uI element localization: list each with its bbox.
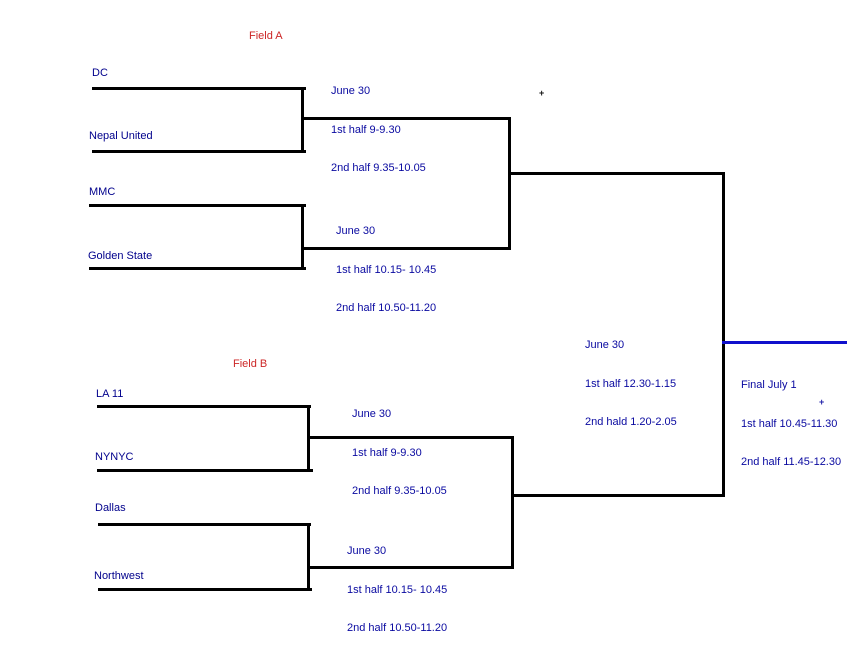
final-line <box>722 341 847 344</box>
team-golden-state: Golden State <box>88 250 153 262</box>
winner-line-b2 <box>307 566 514 569</box>
match-a1-half1: 1st half 9-9.30 <box>331 123 401 136</box>
match-a2-schedule: June 30 1st half 10.15- 10.45 2nd half 1… <box>336 200 436 340</box>
connector-b2-vertical <box>307 523 310 591</box>
semifinal-line-b <box>511 494 725 497</box>
team-mmc: MMC <box>89 186 116 198</box>
winner-line-b1 <box>307 436 514 439</box>
team-nynyc: NYNYC <box>95 451 134 463</box>
match-a2-date: June 30 <box>336 225 376 237</box>
match-a1-date: June 30 <box>331 85 371 97</box>
connector-a2-vertical <box>301 204 304 270</box>
bracket-line-dc <box>92 87 306 90</box>
bracket-line-la-11 <box>97 405 311 408</box>
connector-a1-vertical <box>301 87 304 153</box>
match-a1-schedule: June 30 1st half 9-9.30 2nd half 9.35-10… <box>331 60 426 200</box>
match-b2-schedule: June 30 1st half 10.15- 10.45 2nd half 1… <box>347 520 447 652</box>
final-half2: 2nd half 11.45-12.30 <box>741 456 842 468</box>
final-schedule: Final July 1 1st half 10.45-11.30 2nd ha… <box>741 354 841 494</box>
match-semifinal-half2: 2nd hald 1.20-2.05 <box>585 416 677 428</box>
bracket-line-nynyc <box>97 469 313 472</box>
match-b1-half1: 1st half 9-9.30 <box>352 446 422 459</box>
field-a-label: Field A <box>249 30 283 42</box>
team-dallas: Dallas <box>95 502 126 514</box>
match-semifinal-date: June 30 <box>585 339 625 351</box>
winner-line-a2 <box>301 247 511 250</box>
match-b2-half1: 1st half 10.15- 10.45 <box>347 583 448 596</box>
team-dc: DC <box>92 67 108 79</box>
match-a2-half1: 1st half 10.15- 10.45 <box>336 263 437 276</box>
semifinal-line-a <box>508 172 725 175</box>
match-b1-schedule: June 30 1st half 9-9.30 2nd half 9.35-10… <box>352 383 447 523</box>
bracket-line-northwest <box>98 588 312 591</box>
bracket-line-golden-state <box>89 267 306 270</box>
bracket-line-mmc <box>89 204 306 207</box>
match-a2-half2: 2nd half 10.50-11.20 <box>336 302 437 314</box>
match-semifinal-schedule: June 30 1st half 12.30-1.15 2nd hald 1.2… <box>585 314 677 454</box>
bracket-line-dallas <box>98 523 311 526</box>
team-northwest: Northwest <box>94 570 144 582</box>
cursor-mark-top: + <box>539 88 545 98</box>
final-date: Final July 1 <box>741 379 797 391</box>
connector-semifinal-b-vertical <box>511 436 514 569</box>
cursor-mark-bottom: + <box>819 397 825 407</box>
team-nepal-united: Nepal United <box>89 130 153 142</box>
match-b1-date: June 30 <box>352 408 392 420</box>
match-b2-half2: 2nd half 10.50-11.20 <box>347 622 448 634</box>
final-half1: 1st half 10.45-11.30 <box>741 417 838 430</box>
field-b-label: Field B <box>233 358 268 370</box>
match-a1-half2: 2nd half 9.35-10.05 <box>331 162 426 174</box>
connector-semifinal-a-vertical <box>508 117 511 250</box>
bracket-line-nepal-united <box>92 150 306 153</box>
team-la-11: LA 11 <box>96 388 124 400</box>
connector-final-vertical <box>722 172 725 497</box>
winner-line-a1 <box>301 117 511 120</box>
match-b1-half2: 2nd half 9.35-10.05 <box>352 485 447 497</box>
match-semifinal-half1: 1st half 12.30-1.15 <box>585 377 677 390</box>
match-b2-date: June 30 <box>347 545 387 557</box>
